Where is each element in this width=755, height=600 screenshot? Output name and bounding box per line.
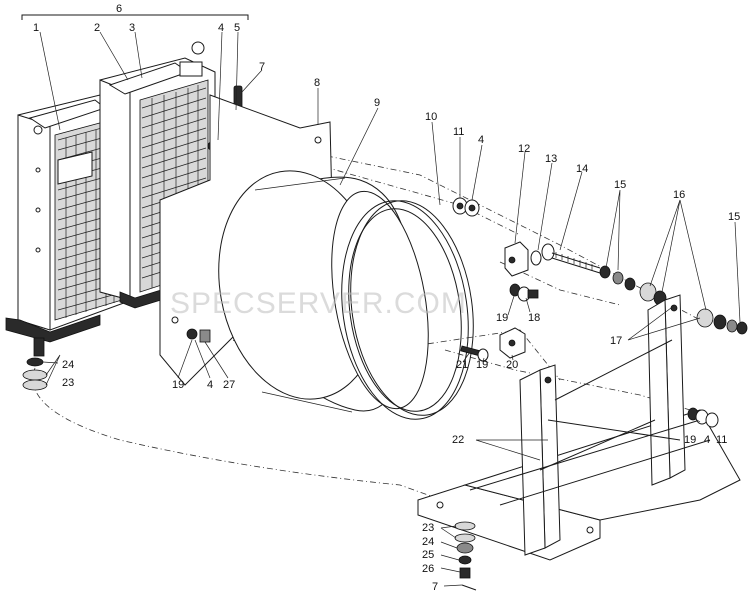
label-4-left: 4 — [207, 379, 213, 391]
mount-stack-bottom — [454, 521, 477, 591]
label-19-right: 19 — [684, 434, 696, 446]
label-22: 22 — [452, 434, 464, 446]
bracket-bolt-group — [504, 241, 601, 277]
washer-group-lower-right — [687, 407, 719, 428]
label-23-left: 23 — [62, 377, 74, 389]
label-15-left: 15 — [614, 179, 626, 191]
label-27: 27 — [223, 379, 235, 391]
label-7-bottom: 7 — [432, 581, 438, 593]
label-3: 3 — [129, 22, 135, 34]
label-23-bottom: 23 — [422, 522, 434, 534]
watermark-text: SPECSERVER.COM — [170, 287, 467, 320]
label-14: 14 — [576, 163, 588, 175]
leader-lines — [39, 31, 741, 587]
label-10: 10 — [425, 111, 437, 123]
label-13: 13 — [545, 153, 557, 165]
label-24-left: 24 — [62, 359, 74, 371]
label-5: 5 — [234, 22, 240, 34]
label-20: 20 — [506, 359, 518, 371]
label-19-left: 19 — [172, 379, 184, 391]
label-26: 26 — [422, 563, 434, 575]
label-11-top: 11 — [453, 126, 464, 138]
mount-stack-left — [22, 357, 48, 391]
label-12: 12 — [518, 143, 530, 155]
label-21: 21 — [456, 359, 468, 371]
label-8: 8 — [314, 77, 320, 89]
label-11-right: 11 — [716, 434, 727, 446]
label-9: 9 — [374, 97, 380, 109]
label-16: 16 — [673, 189, 685, 201]
bolt-21 — [460, 345, 489, 362]
label-17: 17 — [610, 335, 622, 347]
label-19-mid: 19 — [496, 312, 508, 324]
label-7-top: 7 — [259, 61, 265, 73]
support-frame-22 — [417, 294, 741, 561]
label-6: 6 — [116, 3, 122, 15]
washer-group-11-4 — [452, 197, 480, 217]
washer-13 — [530, 250, 542, 266]
label-4-right: 4 — [704, 434, 710, 446]
label-15-right: 15 — [728, 211, 740, 223]
part-labels: 6 1 2 3 4 5 7 8 9 10 11 4 12 13 14 15 16… — [33, 3, 740, 593]
label-2: 2 — [94, 22, 100, 34]
label-4-mid: 4 — [478, 134, 484, 146]
bracket-12 — [504, 241, 529, 277]
label-18: 18 — [528, 312, 540, 324]
label-25: 25 — [422, 549, 434, 561]
label-1: 1 — [33, 22, 39, 34]
label-4-top: 4 — [218, 22, 224, 34]
mounting-ring-10 — [341, 200, 474, 420]
label-19-lower: 19 — [476, 359, 488, 371]
group-bracket-6 — [21, 14, 249, 20]
bracket-20 — [499, 327, 526, 359]
fan-shroud-ring-9 — [218, 170, 429, 413]
bolt-group-18-19 — [509, 283, 539, 302]
bolt-head-14 — [541, 243, 555, 261]
label-24-bottom: 24 — [422, 536, 434, 548]
